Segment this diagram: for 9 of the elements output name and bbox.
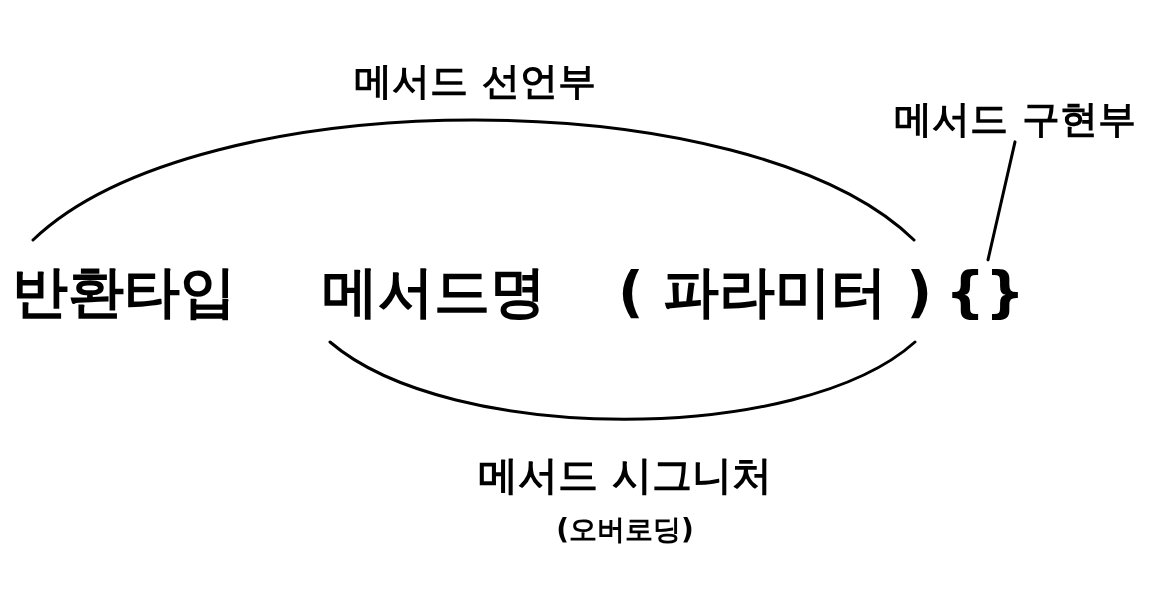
bracket-label: 메서드 시그니처 — [478, 452, 772, 498]
note-text: (오버로딩) — [556, 513, 694, 547]
callout-text: 메서드 구현부 — [894, 98, 1136, 142]
code-braces: {} — [945, 259, 1025, 325]
leader-line — [986, 140, 1017, 262]
bracket-label: 메서드 선언부 — [354, 60, 596, 104]
syntax-term: 반환타입 — [12, 259, 236, 325]
syntax-term: 메서드명 — [322, 259, 546, 325]
syntax-term: ( 파라미터 ) — [617, 259, 933, 325]
